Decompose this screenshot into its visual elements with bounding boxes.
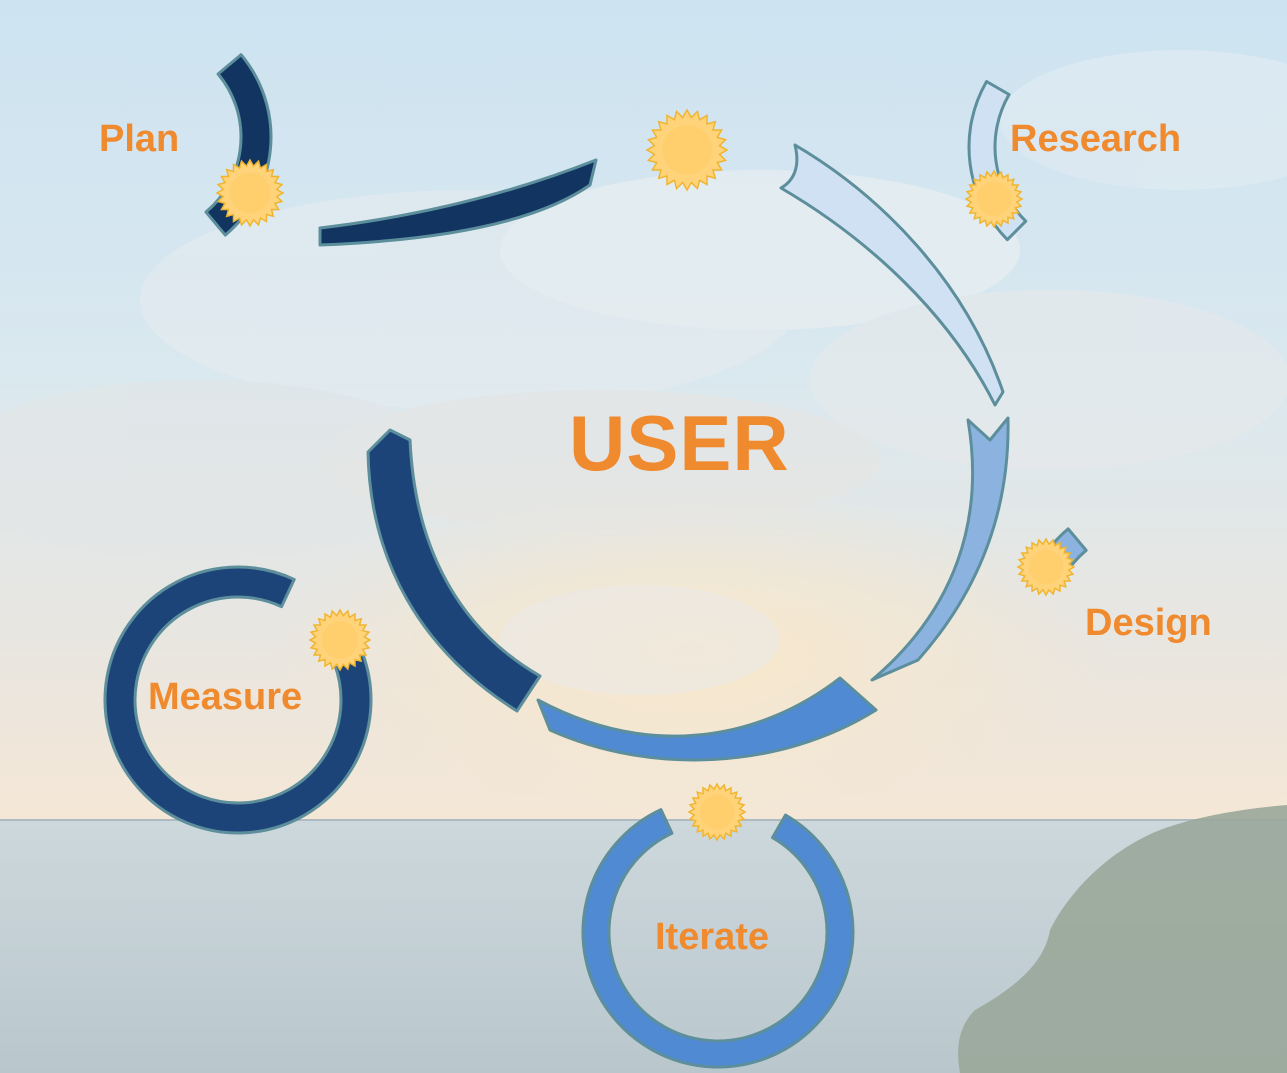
plan-to-research-arrow (318, 158, 598, 247)
center-label: USER (569, 399, 790, 487)
phase-label-research: Research (1010, 118, 1182, 160)
phase-label-plan: Plan (99, 118, 180, 160)
sun-icon-top (645, 108, 729, 192)
sun-icon-measure (308, 608, 372, 672)
phase-label-iterate: Iterate (655, 916, 770, 958)
iterate-ring (581, 808, 855, 1069)
sun-markers (215, 108, 1076, 842)
phase-label-design: Design (1085, 602, 1212, 644)
headland (958, 805, 1287, 1073)
sun-icon-design (1016, 537, 1076, 597)
main-cycle-arrows (318, 143, 1010, 762)
clouds (0, 50, 1287, 695)
research-to-design-arrow (779, 143, 1005, 407)
phase-label-measure: Measure (148, 676, 303, 718)
measure-to-plan-arrow (366, 428, 542, 713)
iterate-to-measure-arrow (536, 676, 878, 762)
sun-icon-iterate (687, 782, 747, 842)
sun-icon-research (964, 169, 1024, 229)
design-to-iterate-arrow (870, 416, 1010, 682)
sun-icon-plan (215, 158, 285, 228)
measure-ring (103, 565, 373, 835)
